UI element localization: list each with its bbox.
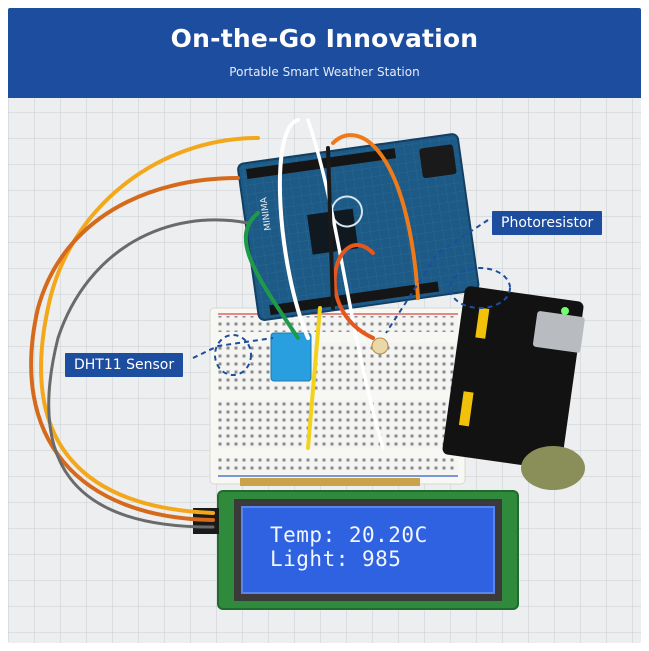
lcd-line-temperature: Temp: 20.20C — [270, 523, 428, 547]
power-module — [442, 286, 585, 490]
header-banner: On-the-Go Innovation Portable Smart Weat… — [8, 8, 641, 98]
dht11-label: DHT11 Sensor — [65, 353, 184, 377]
lcd-module — [193, 478, 519, 610]
lcd-line-light: Light: 985 — [270, 547, 402, 571]
photo-frame: MINIMA — [8, 8, 641, 643]
banner-title: On-the-Go Innovation — [170, 24, 479, 53]
svg-text:MINIMA: MINIMA — [259, 196, 274, 232]
callout-photoresistor-marker — [385, 219, 511, 334]
photoresistor-label: Photoresistor — [492, 211, 603, 235]
callout-dht11-marker — [192, 334, 274, 376]
breadboard — [209, 307, 466, 485]
arduino-board: MINIMA — [237, 133, 480, 321]
photoresistor-part — [371, 337, 389, 355]
dht11-sensor — [270, 332, 312, 382]
banner-subtitle: Portable Smart Weather Station — [229, 65, 420, 79]
wires — [29, 118, 420, 529]
photo-scene: MINIMA — [8, 98, 641, 643]
